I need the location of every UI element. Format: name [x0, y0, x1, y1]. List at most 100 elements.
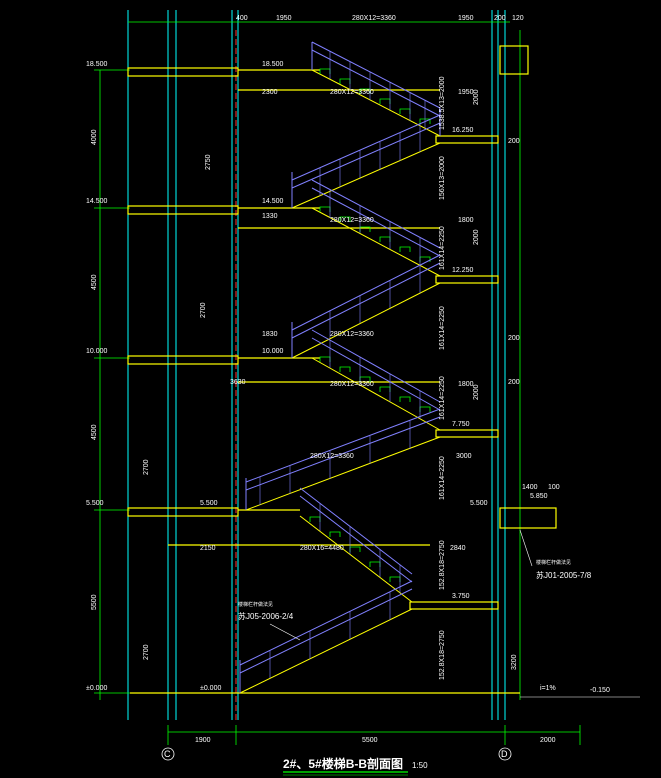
svg-text:280X12=3360: 280X12=3360 [330, 217, 374, 224]
drawing-title: 2#、5#楼梯B-B剖面图 1:50 [283, 756, 428, 776]
level-label: 10.000 [262, 348, 284, 355]
svg-text:161X14=2250: 161X14=2250 [439, 376, 446, 420]
level-label: 5.500 [470, 500, 488, 507]
svg-text:2000: 2000 [540, 737, 556, 744]
level-label: ±0.000 [86, 685, 107, 692]
svg-text:1900: 1900 [195, 737, 211, 744]
stair-steps [309, 68, 431, 582]
svg-text:1800: 1800 [458, 381, 474, 388]
landing-dims: 1330 1830 3630 2150 2300 2840 1950 1800 … [200, 89, 474, 552]
svg-text:4500: 4500 [91, 274, 98, 290]
svg-text:5500: 5500 [91, 594, 98, 610]
svg-text:1800: 1800 [458, 217, 474, 224]
annotations: 楼梯栏杆做法见 苏J05-2006-2/4 楼梯栏杆做法见 苏J01-2005-… [238, 529, 640, 698]
level-markers-inner: 18.500 14.500 10.000 5.500 ±0.000 [200, 61, 284, 692]
top-dims: 400 1950 280X12=3360 1950 200 120 [236, 15, 524, 22]
left-span-dims: 4000 4500 4500 5500 [91, 129, 98, 610]
svg-text:280X12=3360: 280X12=3360 [330, 89, 374, 96]
svg-text:2150: 2150 [200, 545, 216, 552]
svg-text:1950: 1950 [276, 15, 292, 22]
level-markers-right: 16.250 12.250 7.750 3.750 5.500 [452, 127, 488, 600]
flight-vert-dims: 1538.5X13=2000 156X13=2000 161X14=2250 1… [439, 76, 446, 680]
svg-text:200: 200 [508, 335, 520, 342]
svg-text:i=1%: i=1% [540, 685, 556, 692]
svg-text:2840: 2840 [450, 545, 466, 552]
svg-text:100: 100 [548, 484, 560, 491]
svg-text:楼梯栏杆做法见: 楼梯栏杆做法见 [536, 559, 571, 566]
svg-text:280X12=3360: 280X12=3360 [330, 381, 374, 388]
svg-text:2700: 2700 [143, 459, 150, 475]
svg-text:-0.150: -0.150 [590, 687, 610, 694]
svg-text:1950: 1950 [458, 89, 474, 96]
level-label: 16.250 [452, 127, 474, 134]
height-dims: 2750 2700 2700 2700 2000 2000 2000 [143, 89, 480, 660]
svg-text:3000: 3000 [456, 453, 472, 460]
level-label: 5.500 [86, 500, 104, 507]
svg-text:152.8X18=2750: 152.8X18=2750 [439, 540, 446, 590]
svg-text:161X14=2250: 161X14=2250 [439, 306, 446, 350]
title-scale: 1:50 [412, 761, 428, 770]
title-text: 2#、5#楼梯B-B剖面图 [283, 756, 403, 771]
svg-text:200: 200 [508, 379, 520, 386]
railings [239, 41, 441, 693]
svg-text:161X14=2250: 161X14=2250 [439, 456, 446, 500]
svg-text:4500: 4500 [91, 424, 98, 440]
svg-text:152.8X18=2750: 152.8X18=2750 [439, 630, 446, 680]
svg-text:4000: 4000 [91, 129, 98, 145]
svg-text:2000: 2000 [473, 89, 480, 105]
svg-text:1400: 1400 [522, 484, 538, 491]
svg-text:280X16=4480: 280X16=4480 [300, 545, 344, 552]
level-label: 18.500 [262, 61, 284, 68]
svg-text:楼梯栏杆做法见: 楼梯栏杆做法见 [238, 601, 273, 608]
svg-text:苏J01-2005-7/8: 苏J01-2005-7/8 [536, 570, 592, 580]
svg-text:D: D [501, 749, 508, 759]
svg-text:400: 400 [236, 15, 248, 22]
svg-text:2300: 2300 [262, 89, 278, 96]
svg-text:280X12=3360: 280X12=3360 [352, 15, 396, 22]
level-markers-left: 18.500 14.500 10.000 5.500 ±0.000 [86, 61, 108, 692]
level-label: 10.000 [86, 348, 108, 355]
axis-bubble-d: D [498, 747, 512, 761]
svg-text:280X12=3360: 280X12=3360 [310, 453, 354, 460]
svg-text:1538.5X13=2000: 1538.5X13=2000 [439, 76, 446, 130]
flight-dims: 280X12=3360 280X12=3360 280X12=3360 280X… [300, 89, 374, 552]
level-label: 14.500 [262, 198, 284, 205]
right-dims: 200 200 200 1400 100 5.850 3200 2000 300… [456, 138, 560, 744]
svg-text:C: C [164, 749, 171, 759]
svg-text:161X14=2250: 161X14=2250 [439, 226, 446, 270]
level-label: ±0.000 [200, 685, 221, 692]
svg-text:120: 120 [512, 15, 524, 22]
level-label: 3.750 [452, 593, 470, 600]
floor-slabs [127, 45, 557, 694]
svg-text:3630: 3630 [230, 379, 246, 386]
svg-text:1330: 1330 [262, 213, 278, 220]
svg-text:3200: 3200 [511, 654, 518, 670]
stair-flights [239, 69, 441, 694]
level-label: 7.750 [452, 421, 470, 428]
level-label: 18.500 [86, 61, 108, 68]
balusters [259, 51, 426, 678]
right-wall [491, 10, 506, 720]
svg-text:1950: 1950 [458, 15, 474, 22]
level-label: 12.250 [452, 267, 474, 274]
svg-text:156X13=2000: 156X13=2000 [439, 156, 446, 200]
svg-text:1830: 1830 [262, 331, 278, 338]
level-label: 14.500 [86, 198, 108, 205]
svg-text:200: 200 [494, 15, 506, 22]
svg-text:2700: 2700 [143, 644, 150, 660]
svg-text:苏J05-2006-2/4: 苏J05-2006-2/4 [238, 611, 294, 621]
svg-text:5500: 5500 [362, 737, 378, 744]
bottom-dims: 1900 5500 2000 [195, 737, 378, 744]
svg-text:280X12=3360: 280X12=3360 [330, 331, 374, 338]
left-wall [127, 10, 239, 720]
svg-text:2750: 2750 [205, 154, 212, 170]
svg-text:2000: 2000 [473, 229, 480, 245]
dimension-lines [94, 21, 581, 745]
svg-text:2000: 2000 [473, 384, 480, 400]
svg-text:5.850: 5.850 [530, 493, 548, 500]
axis-bubble-c: C [161, 747, 175, 761]
svg-text:200: 200 [508, 138, 520, 145]
svg-text:2700: 2700 [200, 302, 207, 318]
level-label: 5.500 [200, 500, 218, 507]
